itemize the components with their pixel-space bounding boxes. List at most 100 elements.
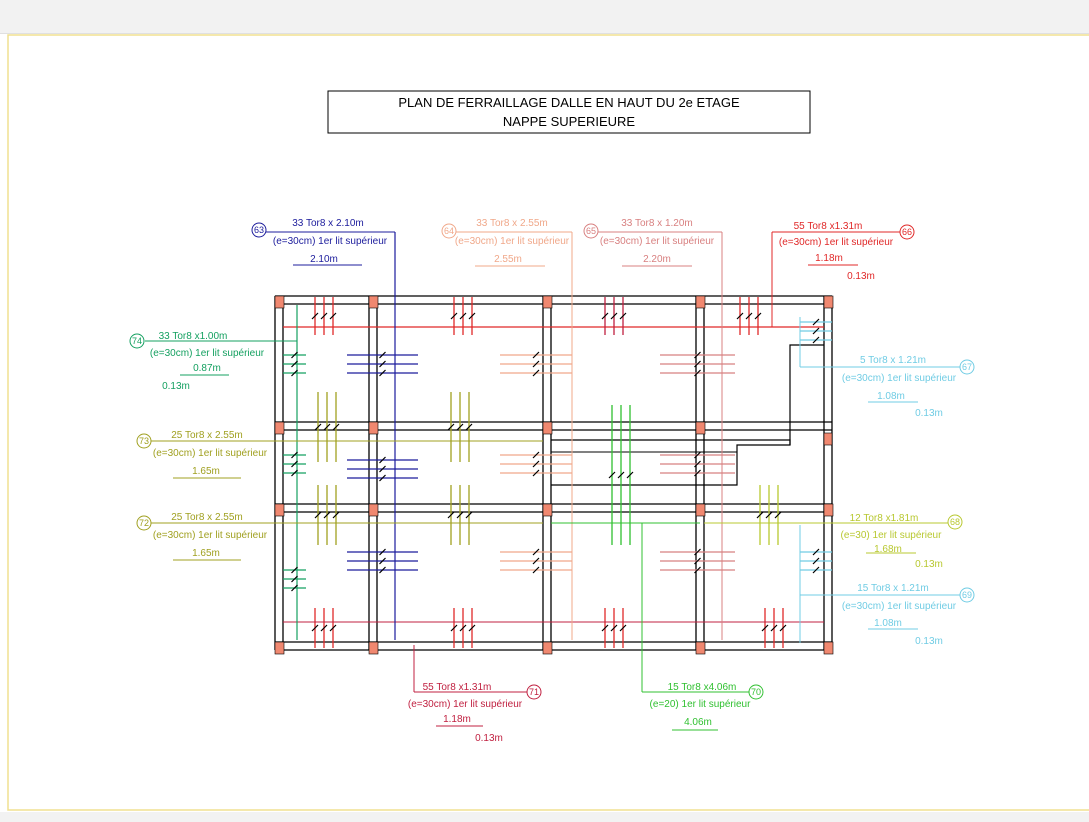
rebar-tick <box>291 460 298 468</box>
callout-67-hook: 0.13m <box>915 408 943 419</box>
column <box>274 295 285 309</box>
rebar-tick <box>379 557 386 565</box>
rebar-tick <box>774 511 782 519</box>
callout-65-length: 2.20m <box>643 254 671 265</box>
rebar-tick <box>694 557 701 565</box>
rebar-tick <box>601 624 609 632</box>
rebar-tick <box>601 312 609 320</box>
rebar-tick <box>532 360 540 368</box>
rebar-tick <box>694 460 701 468</box>
callout-72-circle <box>136 515 152 531</box>
callout-67: 5 Tor8 x 1.21m (e=30cm) 1er lit supérieu… <box>842 355 972 419</box>
callout-74: 33 Tor8 x1.00m (e=30cm) 1er lit supérieu… <box>132 331 265 392</box>
rebar-tick <box>459 312 467 320</box>
callout-66-spacing: (e=30cm) 1er lit supérieur <box>779 237 894 248</box>
rebar-tick <box>694 548 701 556</box>
rebar-tick <box>532 557 540 565</box>
rebar-tick <box>468 312 476 320</box>
column <box>695 503 706 517</box>
rebar-tick <box>450 624 458 632</box>
column <box>368 421 379 435</box>
rebar-tick <box>779 624 787 632</box>
callout-68-number: 68 <box>950 517 960 527</box>
callout-71-hook: 0.13m <box>475 733 503 744</box>
column <box>274 641 285 655</box>
callout-72-number: 72 <box>139 518 149 528</box>
callout-68-qty: 12 Tor8 x1.81m <box>850 513 919 524</box>
callout-74-length: 0.87m <box>193 363 221 374</box>
rebar-tick <box>465 511 473 519</box>
callout-73-length: 1.65m <box>192 466 220 477</box>
column <box>542 421 553 435</box>
column <box>542 503 553 517</box>
callout-74-circle <box>129 333 145 349</box>
callout-68: 12 Tor8 x1.81m (e=30) 1er lit supérieur … <box>841 513 960 570</box>
column <box>368 295 379 309</box>
callout-73: 25 Tor8 x 2.55m (e=30cm) 1er lit supérie… <box>139 430 268 477</box>
column <box>823 641 834 655</box>
rebar-layer <box>129 222 975 731</box>
column <box>823 295 834 309</box>
rebar-tick <box>610 312 618 320</box>
column <box>542 295 553 309</box>
rebar-tick <box>459 624 467 632</box>
callout-66: 55 Tor8 x1.31m (e=30cm) 1er lit supérieu… <box>779 221 912 282</box>
rebar-tick <box>812 566 820 574</box>
rebar-tick <box>332 511 340 519</box>
rebar-tick <box>610 624 618 632</box>
callout-66-number: 66 <box>902 227 912 237</box>
callout-71: 55 Tor8 x1.31m (e=30cm) 1er lit supérieu… <box>408 682 539 744</box>
callout-64-qty: 33 Tor8 x 2.55m <box>476 218 548 229</box>
rebar-tick <box>311 624 319 632</box>
rebar-tick <box>314 511 322 519</box>
callout-67-length: 1.08m <box>877 391 905 402</box>
callout-64-length: 2.55m <box>494 254 522 265</box>
callout-71-qty: 55 Tor8 x1.31m <box>423 682 492 693</box>
rebar-tick <box>379 360 386 368</box>
callout-69-length: 1.08m <box>874 618 902 629</box>
callout-72-spacing: (e=30cm) 1er lit supérieur <box>153 530 268 541</box>
viewer-toolbar <box>0 0 1089 34</box>
rebar-tick <box>465 423 473 431</box>
rebar-tick <box>323 423 331 431</box>
callout-74-number: 74 <box>132 336 142 346</box>
rebar-tick <box>617 471 625 479</box>
title-line-2: NAPPE SUPERIEURE <box>503 114 636 129</box>
rebar-callouts: 33 Tor8 x 2.10m (e=30cm) 1er lit supérie… <box>132 218 972 744</box>
callout-68-circle <box>947 514 963 530</box>
rebar-tick <box>320 312 328 320</box>
callout-74-qty: 33 Tor8 x1.00m <box>159 331 228 342</box>
rebar-tick <box>608 471 616 479</box>
rebar-tick <box>456 423 464 431</box>
callout-73-number: 73 <box>139 436 149 446</box>
callout-74-spacing: (e=30cm) 1er lit supérieur <box>150 348 265 359</box>
title-block: PLAN DE FERRAILLAGE DALLE EN HAUT DU 2e … <box>327 90 811 134</box>
rebar-tick <box>323 511 331 519</box>
callout-66-circle <box>899 224 915 240</box>
rebar-tick <box>619 624 627 632</box>
rebar-tick <box>619 312 627 320</box>
drawing-frame <box>7 34 1089 811</box>
rebar-tick <box>379 474 386 482</box>
rebar-tick <box>532 351 540 359</box>
rebar-tick <box>468 624 476 632</box>
rebar-tick <box>532 460 540 468</box>
callout-72: 25 Tor8 x 2.55m (e=30cm) 1er lit supérie… <box>139 512 268 559</box>
callout-69-spacing: (e=30cm) 1er lit supérieur <box>842 601 957 612</box>
callout-69-number: 69 <box>962 590 972 600</box>
viewer-footer <box>0 812 1089 822</box>
rebar-tick <box>447 423 455 431</box>
rebar-tick <box>291 451 298 459</box>
rebar-tick <box>532 451 540 459</box>
rebar-tick <box>456 511 464 519</box>
rebar-tick <box>320 624 328 632</box>
callout-65-qty: 33 Tor8 x 1.20m <box>621 218 693 229</box>
rebar-tick <box>812 557 820 565</box>
rebar-tick <box>291 566 298 574</box>
opening-outline <box>789 344 824 445</box>
callout-69-hook: 0.13m <box>915 636 943 647</box>
rebar-tick <box>291 584 298 592</box>
column <box>695 295 706 309</box>
rebar-tick <box>812 336 820 344</box>
rebar-tick <box>447 511 455 519</box>
